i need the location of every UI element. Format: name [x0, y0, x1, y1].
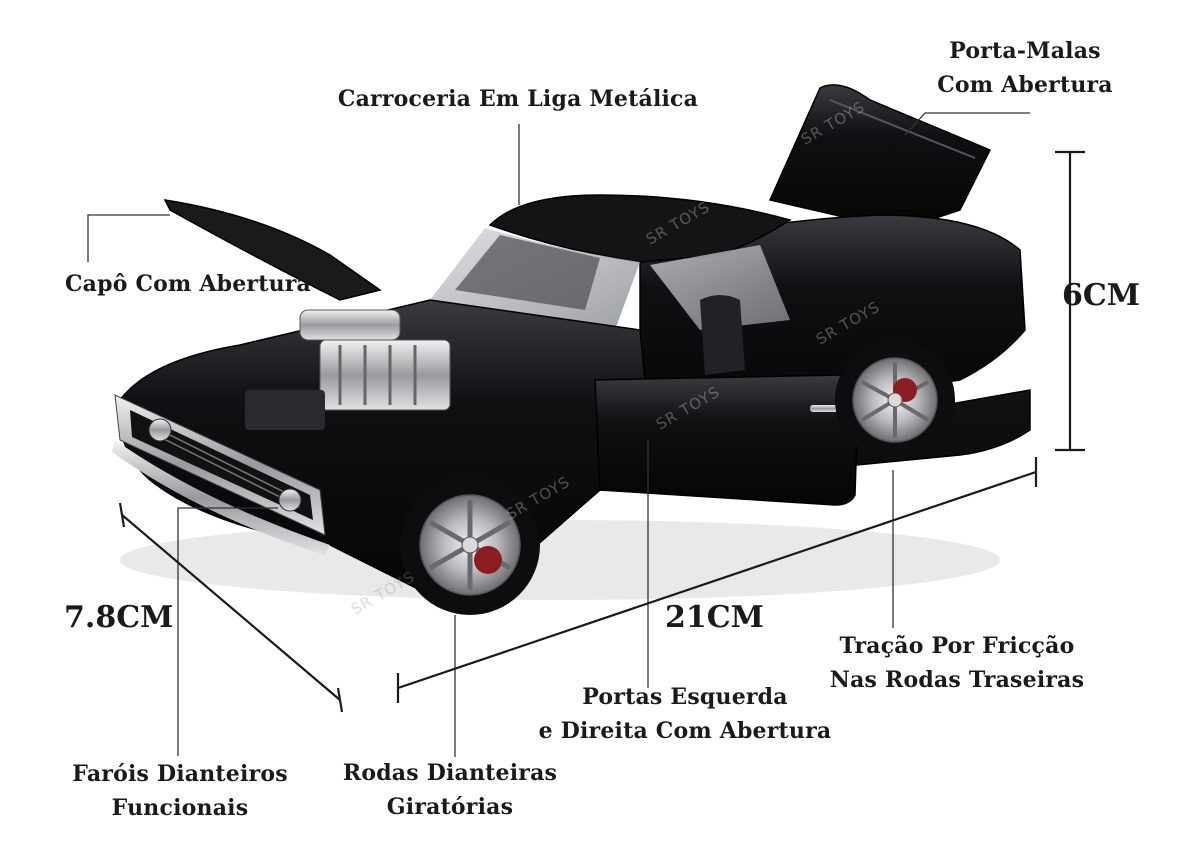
callout-doors: Portas Esquerda e Direita Com Abertura	[538, 684, 832, 744]
dimension-length: 21CM	[665, 600, 764, 635]
door-handle	[810, 405, 840, 412]
seat	[700, 295, 745, 375]
callout-trunk: Porta-Malas Com Abertura	[937, 38, 1113, 98]
callout-traction: Tração Por Fricção Nas Rodas Traseiras	[829, 633, 1085, 693]
hood-lid	[163, 199, 382, 301]
trunk-lid	[768, 84, 992, 231]
callout-wheels: Rodas Dianteiras Giratórias	[342, 760, 558, 820]
chrome-engine	[245, 309, 451, 430]
dimension-width: 7.8CM	[64, 600, 174, 635]
callout-body: Carroceria Em Liga Metálica	[337, 86, 699, 112]
leader-headlights	[177, 507, 278, 756]
rear-side-window	[650, 245, 790, 330]
leader-trunk	[904, 112, 1030, 136]
front-bumper	[112, 440, 330, 555]
dimension-lines	[118, 150, 1085, 713]
callout-hood: Capô Com Abertura	[64, 271, 312, 297]
ground-shadow	[120, 520, 1000, 600]
open-door	[594, 374, 859, 506]
leader-hood	[87, 214, 170, 262]
leader-lines	[87, 112, 1030, 757]
rear-wheel	[835, 340, 955, 460]
front-grille	[114, 394, 326, 536]
length-line	[397, 470, 1037, 690]
roof	[488, 194, 792, 263]
dimension-height: 6CM	[1062, 278, 1140, 313]
front-wheel	[400, 475, 540, 615]
width-line	[121, 514, 341, 701]
callout-headlights: Faróis Dianteiros Funcionais	[72, 761, 288, 821]
